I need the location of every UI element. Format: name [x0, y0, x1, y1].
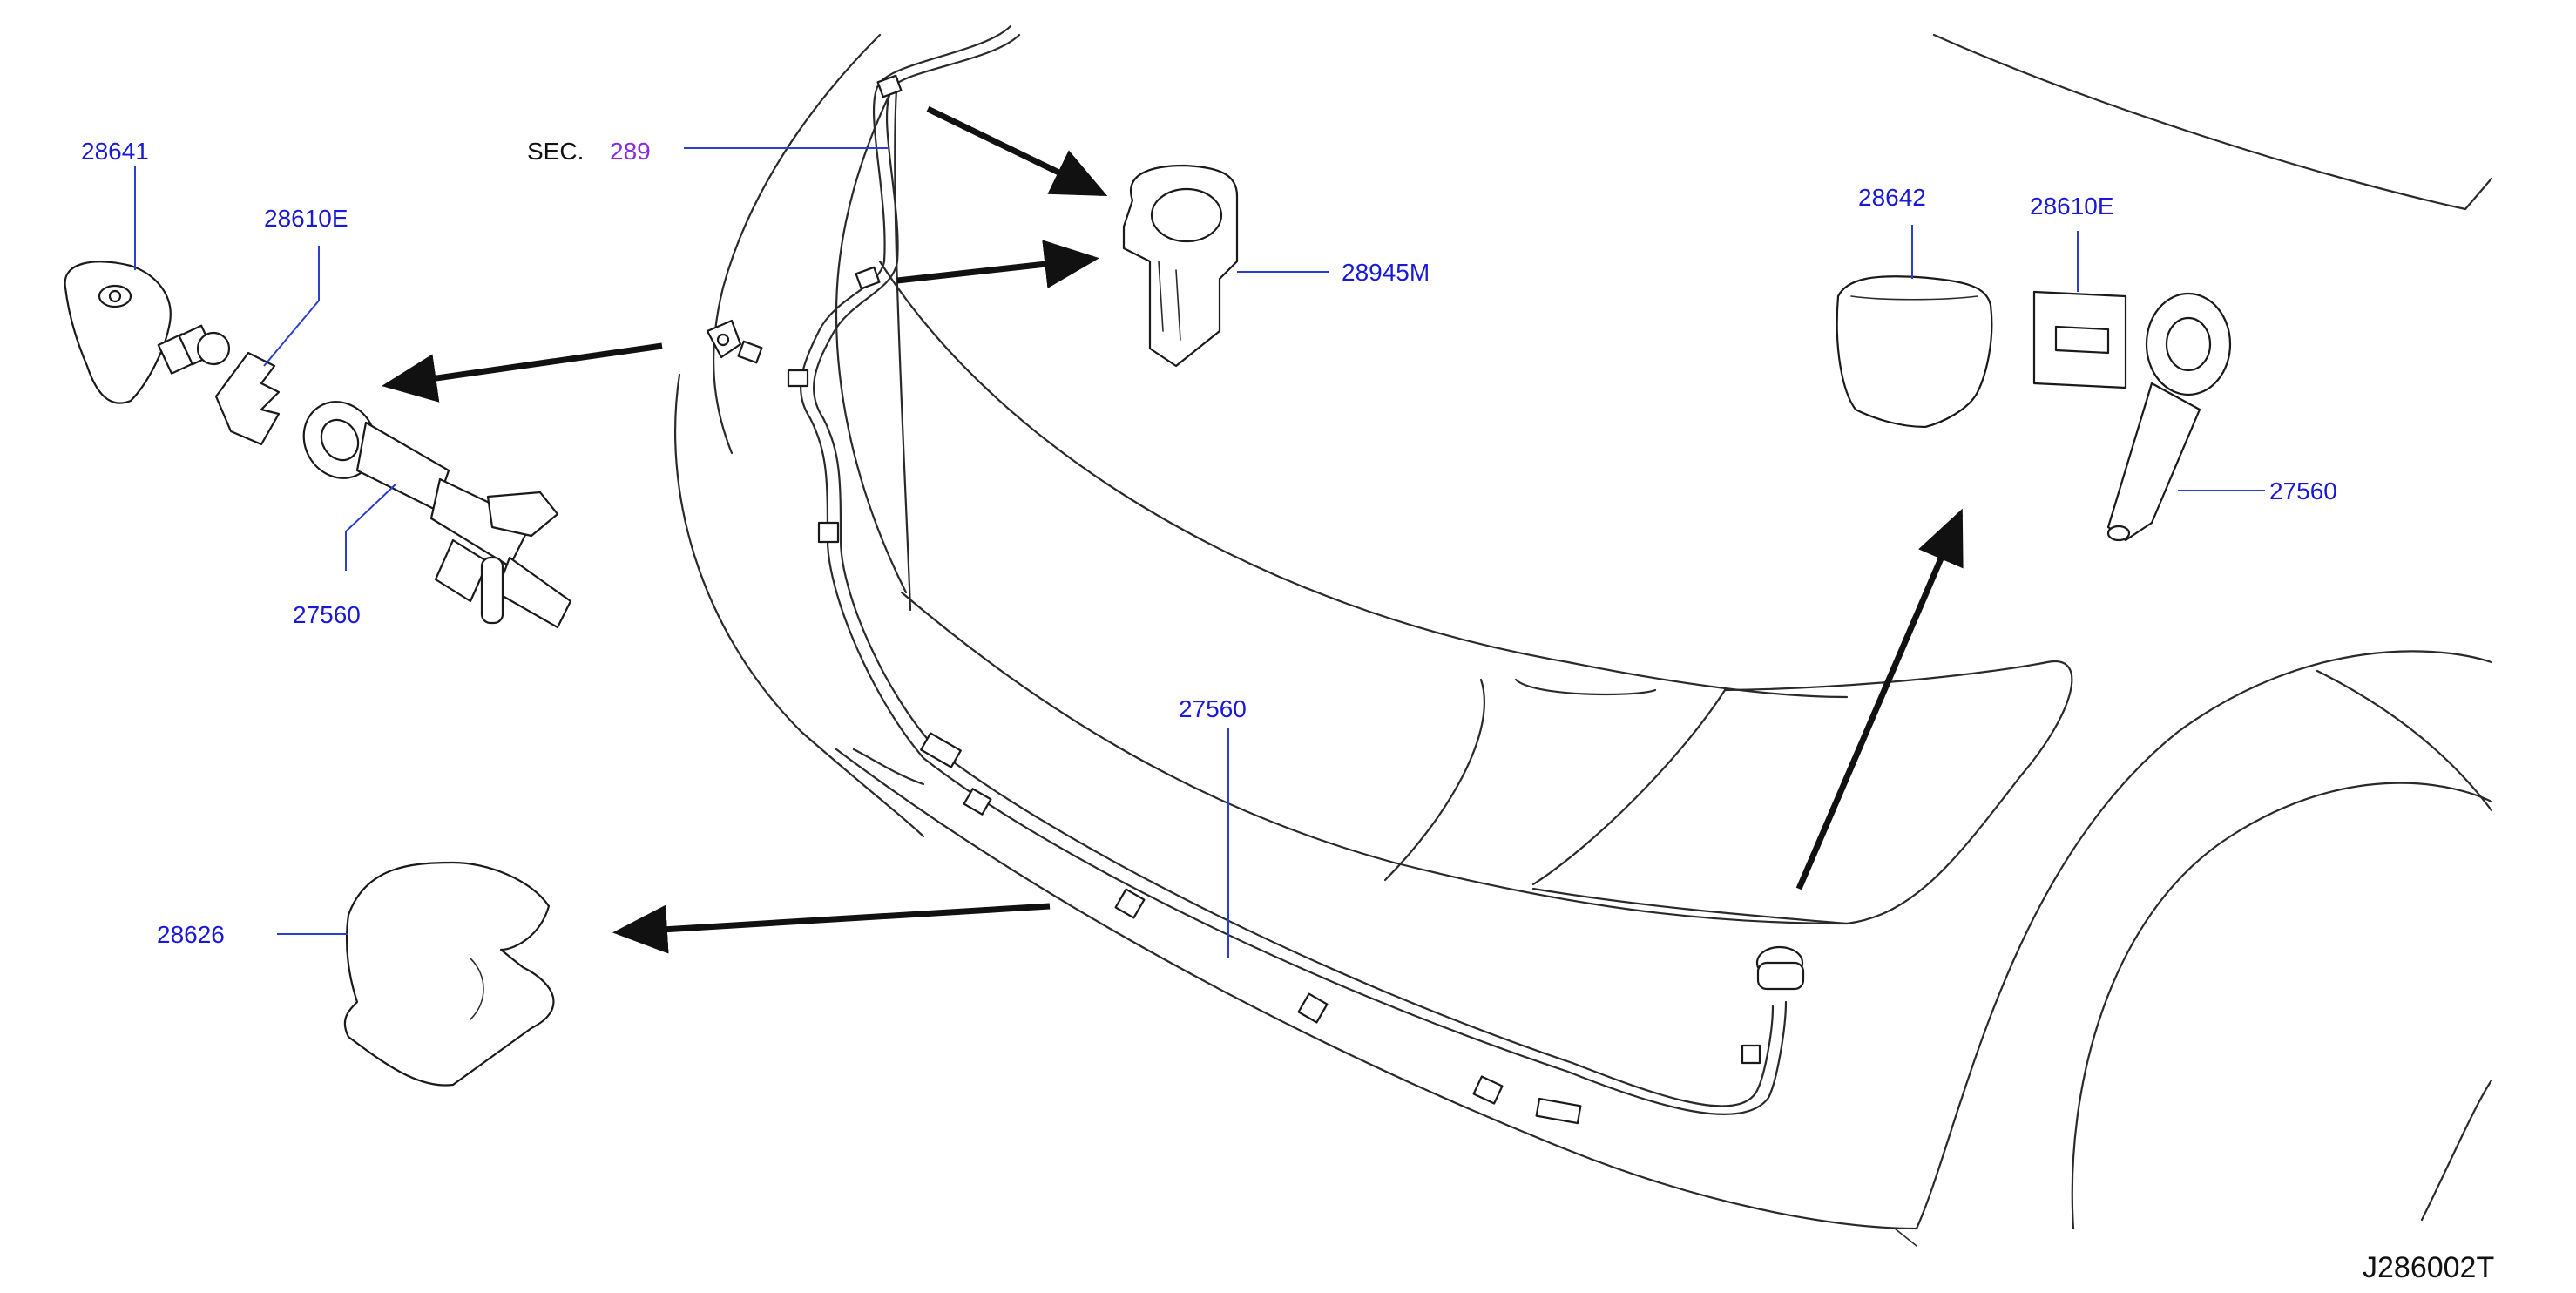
part-28610e-left-clip: [214, 351, 281, 446]
part-27560-left-nozzle: [302, 401, 572, 629]
label-28626: 28626: [157, 921, 225, 948]
diagram-code: J286002T: [2363, 1251, 2494, 1284]
label-28610e-right: 28610E: [2030, 193, 2114, 220]
label-27560-center: 27560: [1179, 695, 1247, 722]
label-28945m: 28945M: [1342, 259, 1430, 286]
part-labels: 28641 28610E 27560 SEC. 289 28945M 28642…: [81, 138, 2494, 1284]
part-28642-cover: [1836, 275, 1993, 429]
part-28945m-clamp: [1122, 164, 1239, 368]
label-28642: 28642: [1858, 184, 1926, 211]
sec-prefix: SEC.: [527, 138, 584, 165]
leader-lines: [134, 147, 2265, 958]
label-27560-left: 27560: [293, 601, 361, 628]
part-27560-right-nozzle: [2106, 292, 2232, 542]
label-27560-right: 27560: [2269, 477, 2337, 504]
sec-number-link[interactable]: 289: [610, 138, 651, 165]
part-28641-nozzle: [64, 261, 231, 404]
part-28610e-right-clip: [2032, 290, 2127, 389]
vehicle-body-outline: [674, 33, 2493, 1247]
part-28626-holder: [343, 861, 555, 1087]
washer-hose-route: [706, 24, 1805, 1125]
callout-arrows: [382, 105, 1964, 954]
label-28610e-left: 28610E: [264, 205, 348, 232]
label-28641: 28641: [81, 138, 149, 165]
